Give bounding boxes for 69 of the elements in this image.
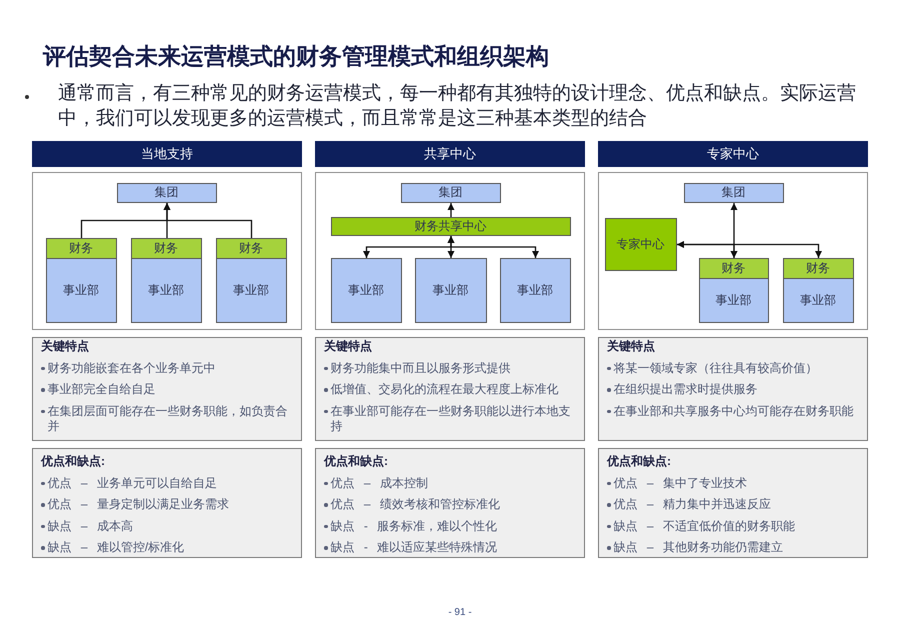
bullet-text: 优点 – 精力集中并迅速反应 bbox=[614, 497, 771, 512]
page-number: - 91 - bbox=[448, 606, 472, 619]
pros-cons-panel bbox=[598, 448, 868, 558]
department-label: 事业部 bbox=[233, 282, 269, 298]
department-box bbox=[46, 238, 116, 322]
bullet-text: 在组织提出需求时提供服务 bbox=[614, 382, 758, 397]
bullet-text: 财务功能集中而且以服务形式提供 bbox=[330, 360, 510, 376]
connector-arrow bbox=[448, 236, 539, 258]
bullet-text: 缺点 – 不适宜低价值的财务职能 bbox=[614, 518, 795, 534]
panel-heading: 关键特点 bbox=[607, 339, 655, 354]
department-box bbox=[130, 238, 202, 322]
department-box bbox=[216, 238, 286, 322]
pros-cons-panel bbox=[32, 448, 302, 558]
department-box bbox=[698, 258, 768, 322]
org-box: 集团 bbox=[116, 182, 216, 202]
org-chart-frame bbox=[598, 172, 868, 330]
feature-panel bbox=[315, 337, 585, 441]
column-header: 当地支持 bbox=[32, 141, 302, 167]
panel-heading: 关键特点 bbox=[41, 339, 89, 354]
department-label: 事业部 bbox=[716, 292, 752, 308]
bullet-text: 缺点 – 成本高 bbox=[48, 518, 133, 534]
org-box: 集团 bbox=[684, 182, 784, 202]
shared-center-bar: 财务共享中心 bbox=[330, 216, 570, 236]
feature-panel bbox=[32, 337, 302, 441]
connector-arrow bbox=[677, 241, 822, 258]
department-label: 事业部 bbox=[800, 292, 836, 308]
panel-heading: 优点和缺点: bbox=[41, 454, 105, 469]
bullet-text: 将某一领域专家（往往具有较高价值） bbox=[614, 360, 818, 376]
department-label: 事业部 bbox=[63, 282, 99, 298]
bullet-text: 缺点 - 服务标准，难以个性化 bbox=[330, 518, 498, 534]
page-title: 评估契合未来运营模式的财务管理模式和组织架构 bbox=[43, 42, 549, 71]
finance-band: 财务 bbox=[700, 258, 768, 278]
panel-heading: 优点和缺点: bbox=[324, 454, 388, 469]
bullet-text: 在集团层面可能存在一些财务职能，如负责合并 bbox=[48, 404, 288, 434]
column-header: 共享中心 bbox=[315, 141, 585, 167]
bullet-text: 缺点 – 难以管控/标准化 bbox=[48, 540, 184, 555]
finance-band: 财务 bbox=[216, 238, 286, 258]
bullet-text: 优点 – 业务单元可以自给自足 bbox=[48, 476, 217, 490]
finance-band: 财务 bbox=[132, 238, 200, 258]
finance-band: 财务 bbox=[784, 258, 852, 278]
panel-heading: 优点和缺点: bbox=[607, 454, 671, 469]
bullet-text: 优点 – 集中了专业技术 bbox=[614, 476, 747, 490]
feature-panel bbox=[598, 337, 868, 441]
finance-band: 财务 bbox=[46, 238, 116, 258]
bullet-text: 缺点 - 难以适应某些特殊情况 bbox=[330, 540, 498, 555]
org-chart-frame bbox=[32, 172, 302, 330]
column-header: 专家中心 bbox=[598, 141, 868, 167]
connector-arrow bbox=[448, 203, 454, 217]
bullet-text: 优点 – 量身定制以满足业务需求 bbox=[48, 497, 229, 512]
bullet-text: 在事业部可能存在一些财务职能以进行本地支持 bbox=[330, 404, 572, 434]
panel-heading: 关键特点 bbox=[324, 339, 372, 354]
bullet-text: 优点 – 成本控制 bbox=[330, 476, 428, 490]
bullet-text: 在事业部和共享服务中心均可能存在财务职能 bbox=[614, 404, 854, 418]
expert-center-box: 专家中心 bbox=[604, 218, 676, 270]
department-box bbox=[782, 258, 854, 322]
bullet-text: 事业部完全自给自足 bbox=[48, 382, 156, 397]
bullet-text: 财务功能嵌套在各个业务单元中 bbox=[48, 360, 216, 376]
org-chart-frame bbox=[315, 172, 585, 330]
intro-text: 通常而言，有三种常见的财务运营模式，每一种都有其独特的设计理念、优点和缺点。实际运营中，我们可以发现更多的运营模式，而且常常是这三种基本类型的结合 bbox=[58, 82, 857, 131]
org-box: 事业部 bbox=[330, 258, 402, 322]
org-box: 事业部 bbox=[500, 258, 570, 322]
bullet-text: 缺点 – 其他财务功能仍需建立 bbox=[614, 540, 783, 555]
org-box: 集团 bbox=[400, 182, 500, 202]
org-box: 事业部 bbox=[414, 258, 486, 322]
department-label: 事业部 bbox=[148, 282, 184, 298]
connector-arrow bbox=[164, 203, 252, 238]
bullet-text: 低增值、交易化的流程在最大程度上标准化 bbox=[330, 382, 558, 397]
pros-cons-panel bbox=[315, 448, 585, 558]
bullet-text: 优点 – 绩效考核和管控标准化 bbox=[330, 497, 500, 512]
